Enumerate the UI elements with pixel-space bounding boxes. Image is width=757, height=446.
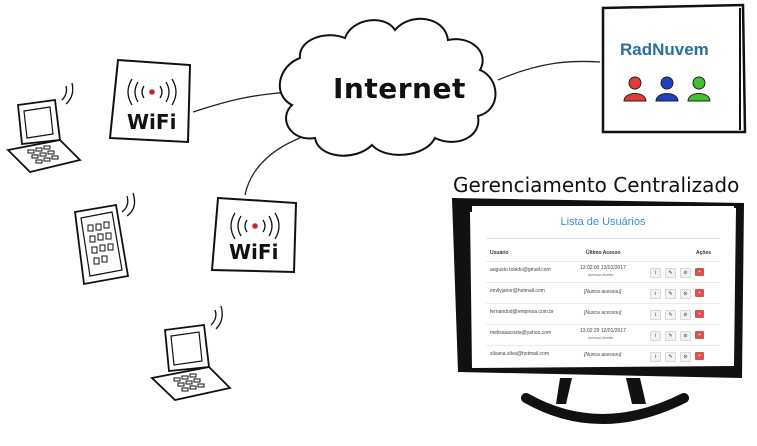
user-green-icon (687, 76, 711, 102)
radnuvem-server (601, 3, 747, 134)
user-email: silvana.silva@hotmail.com (490, 351, 549, 357)
server-name: RadNuvem (620, 40, 709, 59)
monitor-screen: Lista de Usuários Usuário Último Acesso … (472, 206, 734, 366)
user-red-icon (623, 76, 647, 102)
last-access: 13:02:29 12/01/2017 (580, 328, 626, 334)
block-button[interactable]: ⊘ (680, 331, 691, 341)
user-email: melissaacosta@yahoo.com (490, 330, 552, 336)
table-row: melissaacosta@yahoo.com 13:02:29 12/01/2… (486, 324, 720, 345)
last-access: [Nunca acessou] (584, 310, 622, 316)
edit-button[interactable]: ✎ (665, 352, 676, 362)
wifi-label-1: WiFi (127, 110, 177, 134)
info-button[interactable]: i (650, 331, 661, 341)
column-header-last-access: Último Acesso (586, 250, 621, 256)
edit-button[interactable]: ✎ (665, 289, 676, 299)
laptop-icon-2 (150, 305, 232, 401)
table-row: emilyjanor@hotmail.com [Nunca acessou] i… (486, 282, 720, 303)
access-note: Acesso Aceito (588, 335, 614, 340)
delete-button[interactable]: ▪ (695, 310, 704, 318)
access-note: Acesso Aceito (588, 272, 614, 277)
block-button[interactable]: ⊘ (680, 289, 691, 299)
info-button[interactable]: i (650, 310, 661, 320)
edit-button[interactable]: ✎ (665, 310, 676, 320)
divider (486, 238, 720, 239)
delete-button[interactable]: ▪ (695, 331, 704, 339)
delete-button[interactable]: ▪ (695, 289, 704, 297)
table-row: silvana.silva@hotmail.com [Nunca acessou… (486, 345, 720, 366)
delete-button[interactable]: ▪ (695, 268, 704, 276)
block-button[interactable]: ⊘ (680, 268, 691, 278)
edit-button[interactable]: ✎ (665, 268, 676, 278)
wifi-access-point-1 (108, 58, 192, 144)
table-row: augusto.toledo@gmail.com 13:02:00 13/01/… (486, 261, 720, 282)
link-wifi2-internet (244, 137, 301, 196)
user-email: fernandod@empresa.com.br (490, 309, 554, 315)
central-management-label: Gerenciamento Centralizado (453, 173, 740, 197)
column-header-actions: Ações (696, 250, 712, 256)
table-row: fernandod@empresa.com.br [Nunca acessou]… (486, 303, 720, 324)
tablet-icon (74, 192, 136, 286)
link-wifi1-internet (192, 91, 291, 113)
user-email: augusto.toledo@gmail.com (490, 267, 551, 273)
info-button[interactable]: i (650, 268, 661, 278)
column-header-user: Usuário (490, 250, 509, 256)
last-access: [Nunca acessou] (584, 352, 622, 358)
info-button[interactable]: i (650, 352, 661, 362)
laptop-icon (6, 82, 82, 173)
link-internet-server (497, 60, 601, 81)
block-button[interactable]: ⊘ (680, 310, 691, 320)
internet-cloud (278, 17, 497, 157)
user-email: emilyjanor@hotmail.com (490, 288, 545, 294)
info-button[interactable]: i (650, 289, 661, 299)
last-access: 13:02:00 13/01/2017 (580, 265, 626, 271)
internet-label: Internet (333, 72, 466, 105)
wifi-label-2: WiFi (229, 240, 279, 264)
last-access: [Nunca acessou] (584, 289, 622, 295)
wifi-access-point-2 (210, 196, 298, 274)
user-blue-icon (655, 76, 679, 102)
edit-button[interactable]: ✎ (665, 331, 676, 341)
block-button[interactable]: ⊘ (680, 352, 691, 362)
screen-title: Lista de Usuários (560, 216, 646, 228)
delete-button[interactable]: ▪ (695, 352, 704, 360)
